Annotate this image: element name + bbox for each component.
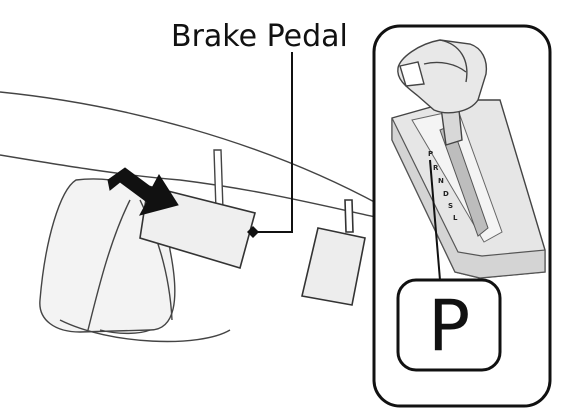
gear-letter-n: N <box>438 177 444 185</box>
brake-pedal-label: Brake Pedal <box>171 19 348 54</box>
shift-lever-knob <box>397 39 488 114</box>
press-arrow-icon <box>107 167 179 216</box>
park-indicator-box <box>396 278 502 372</box>
brake-pedal-stem <box>213 149 224 211</box>
callout-diamond-icon <box>247 226 259 238</box>
gear-letter-p: P <box>428 150 433 158</box>
shifter-inset-panel: P R N D S L P <box>372 24 552 408</box>
accelerator-pedal <box>301 199 366 306</box>
gear-letter-s: S <box>448 202 453 210</box>
park-indicator-letter: P <box>428 285 470 367</box>
gear-letter-r: R <box>433 164 439 172</box>
gear-letter-l: L <box>453 214 458 222</box>
gear-letter-d: D <box>443 190 449 198</box>
brake-pedal-callout-leader <box>255 52 293 233</box>
gear-position-letters: P R N D S L <box>428 150 458 222</box>
p-position-leader <box>429 159 441 281</box>
